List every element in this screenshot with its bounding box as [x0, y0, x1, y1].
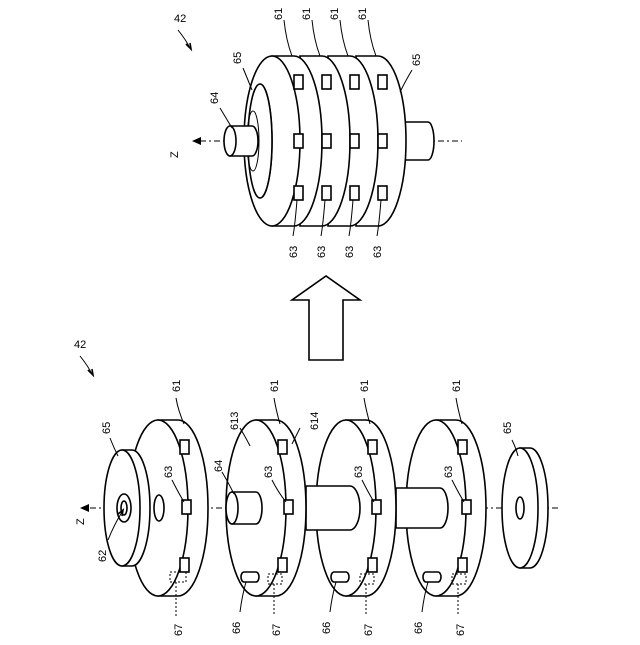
label-plate: 61 — [359, 380, 371, 392]
label-plate: 61 — [269, 380, 281, 392]
protrusion-top — [378, 75, 387, 89]
protrusion-top — [294, 75, 303, 89]
protrusion-bottom — [284, 500, 293, 514]
label-hole: 67 — [173, 624, 185, 636]
protrusion-bottom — [278, 440, 287, 454]
label-pin: 66 — [413, 622, 425, 634]
label-plate-face-a: 613 — [229, 412, 241, 430]
label-protrusion: 63 — [263, 466, 275, 478]
label-z-bottom: Z — [75, 518, 87, 525]
shaft-left-bottom-face — [226, 492, 238, 524]
label-protrusion: 63 — [372, 246, 384, 258]
protrusion-bottom — [182, 500, 191, 514]
label-shaft: 64 — [209, 92, 221, 104]
shaft-segment-bottom — [306, 486, 360, 530]
protrusion-bottom — [368, 558, 377, 572]
label-protrusion: 63 — [316, 246, 328, 258]
label-center-hole: 62 — [97, 550, 109, 562]
plate-1-hole — [154, 495, 164, 521]
shaft-segment-bottom — [396, 488, 448, 528]
pin — [331, 572, 349, 582]
label-z-top: Z — [169, 151, 181, 158]
label-plate: 61 — [329, 8, 341, 20]
protrusion-bottom — [368, 440, 377, 454]
pin — [423, 572, 441, 582]
label-plate: 61 — [357, 8, 369, 20]
label-end-plate: 65 — [101, 422, 113, 434]
protrusion-top — [294, 186, 303, 200]
shaft-right-end — [404, 122, 434, 160]
label-pin: 66 — [231, 622, 243, 634]
protrusion-top — [322, 75, 331, 89]
label-protrusion: 63 — [443, 466, 455, 478]
label-protrusion: 63 — [344, 246, 356, 258]
protrusion-bottom — [278, 558, 287, 572]
arrowhead-assembly-bottom — [88, 369, 93, 375]
label-end-plate: 65 — [411, 54, 423, 66]
exploded-rotor: 42 Z — [74, 339, 560, 636]
protrusion-top — [350, 186, 359, 200]
label-pin: 66 — [321, 622, 333, 634]
protrusion-top — [350, 134, 359, 148]
z-axis-arrow-top — [192, 137, 201, 145]
assembly-arrow — [292, 276, 360, 360]
protrusion-bottom — [458, 440, 467, 454]
label-assembly-bottom: 42 — [74, 339, 86, 351]
pin — [241, 572, 259, 582]
label-protrusion: 63 — [163, 466, 175, 478]
protrusion-bottom — [458, 558, 467, 572]
label-hole: 67 — [363, 624, 375, 636]
label-hole: 67 — [455, 624, 467, 636]
z-axis-arrow-bottom — [80, 504, 89, 512]
label-end-plate: 65 — [232, 52, 244, 64]
protrusion-bottom — [180, 440, 189, 454]
label-plate: 61 — [451, 380, 463, 392]
protrusion-top — [350, 75, 359, 89]
protrusion-top — [294, 134, 303, 148]
end-plate-right-hole — [516, 497, 524, 519]
label-shaft: 64 — [213, 460, 225, 472]
protrusion-top — [378, 134, 387, 148]
protrusion-top — [322, 134, 331, 148]
protrusion-bottom — [372, 500, 381, 514]
protrusion-top — [322, 186, 331, 200]
label-end-plate: 65 — [502, 422, 514, 434]
shaft-left-face — [224, 126, 236, 156]
assembled-rotor: 42 Z — [169, 8, 462, 258]
label-protrusion: 63 — [353, 466, 365, 478]
labels-61-top: 61 61 61 61 — [273, 8, 376, 56]
label-protrusion: 63 — [288, 246, 300, 258]
label-assembly-top: 42 — [174, 13, 186, 25]
label-hole: 67 — [271, 624, 283, 636]
label-plate-face-b: 614 — [309, 412, 321, 430]
protrusion-bottom — [180, 558, 189, 572]
protrusion-top — [378, 186, 387, 200]
label-plate: 61 — [171, 380, 183, 392]
label-plate: 61 — [301, 8, 313, 20]
arrowhead-assembly-top — [186, 43, 191, 49]
label-plate: 61 — [273, 8, 285, 20]
protrusion-bottom — [462, 500, 471, 514]
